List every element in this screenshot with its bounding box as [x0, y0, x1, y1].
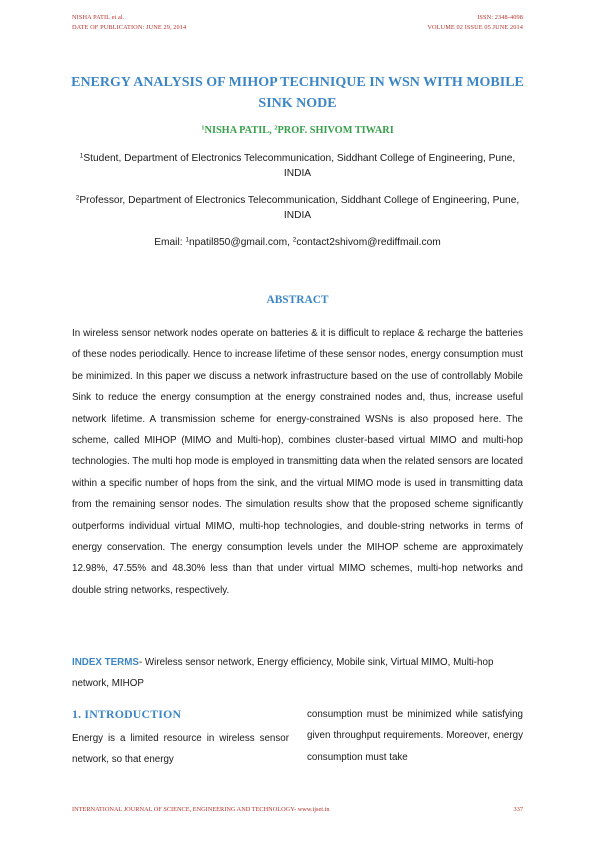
- running-header-left: NISHA PATIL et al. DATE OF PUBLICATION: …: [72, 13, 186, 33]
- page-number: 337: [513, 806, 523, 813]
- affiliation-1-text: Student, Department of Electronics Telec…: [83, 153, 516, 179]
- author1-sup: 1: [201, 124, 205, 132]
- header-date: DATE OF PUBLICATION: JUNE 29, 2014: [72, 24, 187, 31]
- email-1-sup: 1: [185, 236, 189, 244]
- affiliation-2: 2Professor, Department of Electronics Te…: [72, 193, 523, 223]
- affiliation-1: 1Student, Department of Electronics Tele…: [72, 151, 523, 181]
- email-2[interactable]: contact2shivom@rediffmail.com: [296, 237, 441, 248]
- running-header-right: ISSN: 2348-4098 VOLUME 02 ISSUE 05 JUNE …: [427, 13, 523, 33]
- author2-sup: 2: [274, 124, 278, 132]
- email-1[interactable]: npatil850@gmail.com,: [189, 237, 293, 248]
- page-footer: INTERNATIONAL JOURNAL OF SCIENCE, ENGINE…: [72, 806, 523, 813]
- introduction-right-column: consumption must be minimized while sati…: [307, 709, 523, 763]
- footer-journal: INTERNATIONAL JOURNAL OF SCIENCE, ENGINE…: [72, 806, 330, 813]
- abstract-body: In wireless sensor network nodes operate…: [72, 328, 523, 596]
- index-terms-label: INDEX TERMS: [72, 657, 139, 668]
- header-volume: VOLUME 02 ISSUE 05 JUNE 2014: [427, 24, 523, 31]
- email-line: Email: 1npatil850@gmail.com, 2contact2sh…: [72, 235, 523, 250]
- email-label: Email:: [154, 237, 186, 248]
- affiliation-2-text: Professor, Department of Electronics Tel…: [79, 195, 520, 221]
- abstract-heading: ABSTRACT: [266, 294, 329, 306]
- index-terms: INDEX TERMS- Wireless sensor network, En…: [72, 653, 523, 694]
- author1-name: NISHA PATIL,: [204, 125, 275, 136]
- affiliation-2-sup: 2: [75, 194, 80, 202]
- author2-name: PROF. SHIVOM TIWARI: [277, 125, 394, 136]
- affiliation-1-sup: 1: [79, 152, 84, 160]
- introduction-heading: 1. INTRODUCTION: [72, 707, 182, 721]
- paper-title: ENERGY ANALYSIS OF MIHOP TECHNIQUE IN WS…: [71, 75, 524, 111]
- introduction-left-column: Energy is a limited resource in wireless…: [72, 733, 289, 766]
- header-author: NISHA PATIL et al.: [72, 14, 125, 21]
- index-terms-text: - Wireless sensor network, Energy effici…: [72, 657, 494, 689]
- email-2-sup: 2: [292, 236, 297, 244]
- header-issn: ISSN: 2348-4098: [477, 14, 523, 21]
- author-line: 1NISHA PATIL, 2PROF. SHIVOM TIWARI: [60, 124, 535, 138]
